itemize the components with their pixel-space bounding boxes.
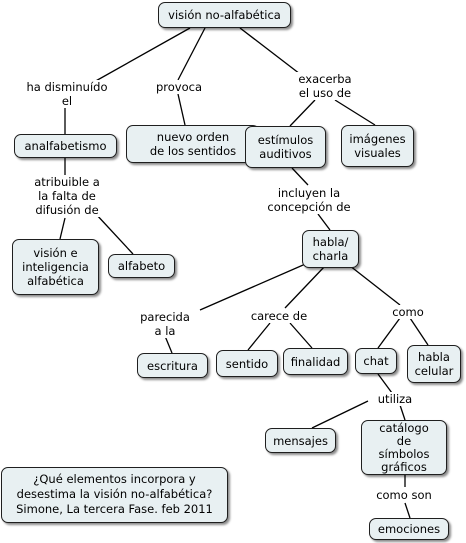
link-como-son-emociones: [404, 502, 411, 519]
concept-vision-no-alfabetica[interactable]: visión no-alfabética: [158, 2, 291, 28]
link-chat-utiliza: [377, 373, 393, 394]
note-box: ¿Qué elementos incorpora y desestima la …: [1, 467, 228, 523]
phrase-como-son: como son: [370, 488, 438, 502]
phrase-utiliza: utiliza: [372, 392, 418, 406]
link-utiliza-mensajes: [311, 400, 369, 429]
link-estimulos-incluyen: [291, 167, 309, 186]
concept-nuevo-orden[interactable]: nuevo orden de los sentidos: [126, 125, 260, 163]
link-habla-parecida: [199, 261, 311, 311]
link-atribuible-alfabeto: [94, 212, 134, 255]
link-carece-sentido: [247, 322, 271, 351]
concept-estimulos-auditivos[interactable]: estímulos auditivos: [245, 126, 326, 168]
concept-sentido[interactable]: sentido: [216, 350, 278, 377]
concept-analfabetismo[interactable]: analfabetismo: [14, 134, 117, 158]
concept-habla-celular[interactable]: habla celular: [407, 345, 461, 383]
link-como-habla-celular: [409, 317, 429, 346]
link-exacerba-estimulos: [289, 99, 316, 127]
link-root-ha-disminuido: [84, 27, 191, 88]
link-utiliza-catalogo: [399, 404, 406, 421]
concept-habla-charla[interactable]: habla/ charla: [302, 230, 359, 268]
phrase-atribuible: atribuible a la falta de difusión de: [28, 175, 106, 217]
link-root-provoca: [177, 27, 206, 81]
phrase-carece: carece de: [245, 309, 313, 323]
phrase-como: como: [388, 305, 428, 319]
concept-catalogo-simbolos[interactable]: catálogo de símbolos gráficos: [361, 420, 447, 475]
link-provoca-nuevo-orden: [177, 93, 186, 126]
concept-vision-inteligencia[interactable]: visión e inteligencia alfabética: [12, 239, 99, 295]
link-incluyen-habla: [317, 213, 331, 231]
link-exacerba-imagenes: [334, 99, 376, 126]
concept-chat[interactable]: chat: [355, 348, 397, 374]
phrase-ha-disminuido: ha disminuído el: [20, 80, 114, 108]
concept-alfabeto[interactable]: alfabeto: [108, 254, 175, 278]
link-habla-carece: [284, 265, 326, 309]
link-como-chat: [377, 317, 401, 349]
link-parecida-escritura: [164, 335, 173, 354]
phrase-incluyen: incluyen la concepción de: [262, 186, 356, 214]
phrase-parecida: parecida a la: [136, 310, 194, 338]
concept-emociones[interactable]: emociones: [369, 518, 449, 540]
concept-finalidad[interactable]: finalidad: [283, 348, 348, 375]
link-atribuible-vision: [59, 217, 66, 240]
concept-imagenes-visuales[interactable]: imágenes visuales: [341, 125, 414, 167]
link-root-exacerba: [239, 27, 301, 75]
link-habla-como: [344, 261, 401, 306]
phrase-provoca: provoca: [150, 80, 208, 94]
concept-escritura[interactable]: escritura: [137, 353, 208, 378]
phrase-exacerba: exacerba el uso de: [290, 72, 360, 100]
concept-mensajes[interactable]: mensajes: [265, 428, 336, 453]
link-carece-finalidad: [289, 322, 313, 349]
